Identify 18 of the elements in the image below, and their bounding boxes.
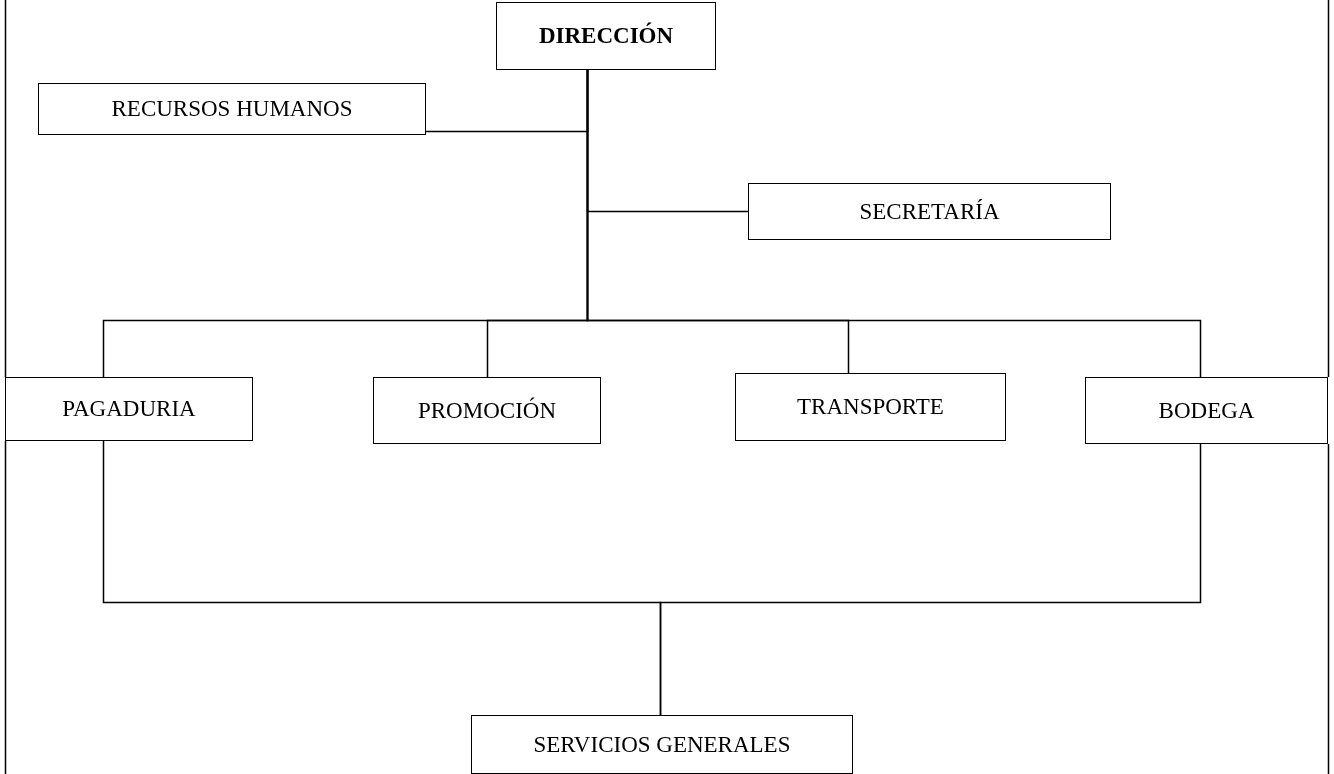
org-box xyxy=(471,715,853,774)
connector-line xyxy=(586,69,1202,378)
org-box xyxy=(735,373,1006,441)
box-label: DIRECCIÓN xyxy=(538,23,674,49)
box-label: SECRETARÍA xyxy=(859,198,1000,225)
box-label: PROMOCIÓN xyxy=(418,397,556,424)
box-label: RECURSOS HUMANOS xyxy=(111,96,353,122)
org-box xyxy=(5,377,253,441)
org-box xyxy=(748,183,1111,240)
box-label: PAGADURIA xyxy=(62,396,196,422)
org-box xyxy=(373,377,601,444)
org-box xyxy=(38,83,426,135)
box-label: BODEGA xyxy=(1158,397,1255,424)
connector-line xyxy=(659,443,1202,716)
box-label: TRANSPORTE xyxy=(797,394,944,420)
org-box xyxy=(1085,377,1328,444)
box-label: SERVICIOS GENERALES xyxy=(533,731,791,758)
org-box xyxy=(496,2,716,70)
